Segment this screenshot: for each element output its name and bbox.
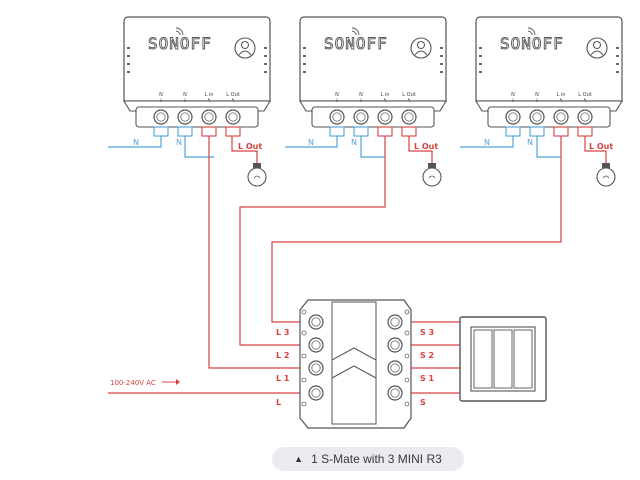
light-bulb-icon <box>247 163 267 187</box>
terminal-symbol: ϟ <box>207 98 210 104</box>
terminal-symbol: ϟ <box>559 98 562 104</box>
pairing-button-icon <box>410 37 432 59</box>
relay-module: SONOFF N ⏚ N ⏚ L in ϟ L Out ϟ <box>299 16 447 137</box>
terminal-label: N <box>511 92 515 98</box>
terminal-label: N <box>359 92 363 98</box>
terminal-symbol: ϟ <box>383 98 386 104</box>
terminal-label: L in <box>557 92 566 98</box>
wire-label-n: N <box>176 138 182 147</box>
live-wire <box>231 136 258 167</box>
brand-logo: SONOFF <box>324 34 388 53</box>
terminal-label: N <box>535 92 539 98</box>
terminal-symbol: ⏚ <box>158 97 163 104</box>
smate-label-l2: L 2 <box>276 351 289 360</box>
pairing-button-icon <box>234 37 256 59</box>
light-bulb-icon <box>422 163 442 187</box>
smate-label-l: L <box>276 398 281 407</box>
terminal-label: L in <box>205 92 214 98</box>
supply-voltage-label: 100-240V AC <box>110 379 156 387</box>
smate-label-l3: L 3 <box>276 328 289 337</box>
pairing-button-icon <box>586 37 608 59</box>
terminal-label: L Out <box>402 92 415 98</box>
terminal-symbol: ⏚ <box>534 97 539 104</box>
wire-label-n: N <box>351 138 357 147</box>
terminal-label: L Out <box>226 92 239 98</box>
wire-label-n: N <box>308 138 314 147</box>
relay-module: SONOFF N ⏚ N ⏚ L in ϟ L Out ϟ <box>475 16 623 137</box>
terminal-label: L in <box>381 92 390 98</box>
caption-text: 1 S-Mate with 3 MINI R3 <box>311 452 442 466</box>
caption-toggle[interactable]: ▲ 1 S-Mate with 3 MINI R3 <box>272 447 464 471</box>
light-bulb-icon <box>596 163 616 187</box>
smate-label-l1: L 1 <box>276 374 290 383</box>
terminal-label: L Out <box>578 92 591 98</box>
terminal-symbol: ϟ <box>407 98 410 104</box>
wire-label-n: N <box>484 138 490 147</box>
s-mate-module <box>299 299 412 429</box>
terminal-label: N <box>183 92 187 98</box>
arrow-right-icon <box>162 379 180 385</box>
wire-label-n: N <box>133 138 139 147</box>
triangle-up-icon: ▲ <box>294 454 304 464</box>
wire-label-lout: L Out <box>414 142 438 151</box>
neutral-wire <box>108 136 214 158</box>
brand-logo: SONOFF <box>148 34 212 53</box>
neutral-wire <box>285 136 385 158</box>
smate-label-s1: S 1 <box>420 374 435 383</box>
wall-switch-3-gang <box>459 316 547 402</box>
terminal-label: N <box>159 92 163 98</box>
live-wire <box>408 136 433 167</box>
terminal-symbol: ϟ <box>583 98 586 104</box>
brand-logo: SONOFF <box>500 34 564 53</box>
relay-module: SONOFF N ⏚ N ⏚ L in ϟ L Out ϟ <box>123 16 271 137</box>
wifi-icon <box>175 27 184 36</box>
neutral-wire <box>460 136 561 158</box>
smate-label-s2: S 2 <box>420 351 434 360</box>
wifi-icon <box>527 27 536 36</box>
terminal-symbol: ⏚ <box>334 97 339 104</box>
smate-label-s: S <box>420 398 426 407</box>
terminal-label: N <box>335 92 339 98</box>
live-wire <box>108 136 562 394</box>
live-wire <box>584 136 607 167</box>
smate-label-s3: S 3 <box>420 328 434 337</box>
terminal-symbol: ⏚ <box>510 97 515 104</box>
wifi-icon <box>351 27 360 36</box>
terminal-symbol: ⏚ <box>358 97 363 104</box>
terminal-symbol: ⏚ <box>182 97 187 104</box>
wire-label-lout: L Out <box>238 142 262 151</box>
terminal-symbol: ϟ <box>231 98 234 104</box>
wire-label-n: N <box>527 138 533 147</box>
wire-label-lout: L Out <box>589 142 613 151</box>
